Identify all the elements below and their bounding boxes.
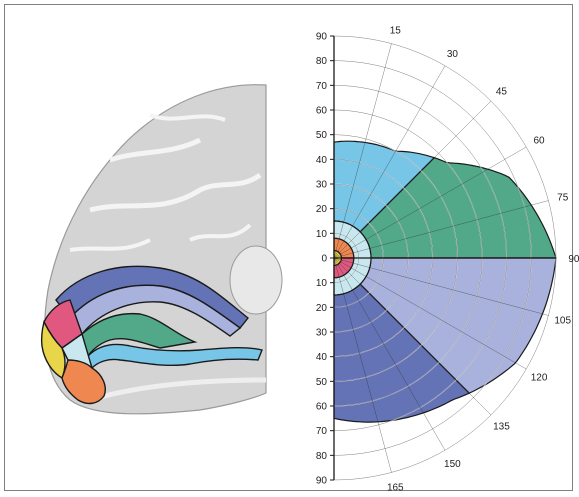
angle-label: 105 (554, 315, 571, 326)
figure-frame (4, 4, 573, 491)
ecc-label: 80 (316, 56, 328, 67)
angle-label: 60 (534, 136, 546, 147)
ecc-label: 30 (316, 328, 328, 339)
angle-label: 150 (444, 459, 461, 470)
grid-spoke (333, 257, 549, 316)
angle-label: 30 (447, 49, 459, 60)
ecc-label: 20 (316, 303, 328, 314)
ecc-label: 50 (316, 377, 328, 388)
grid-spoke (333, 257, 446, 451)
cortex-lower-inner (87, 343, 263, 370)
brain-lower-fold (89, 377, 267, 403)
grid-spoke (333, 200, 549, 259)
brain-sulcus-5 (69, 238, 151, 252)
ecc-label: 0 (321, 254, 327, 265)
ecc-label: 10 (316, 229, 328, 240)
brain-sulcus-1 (109, 137, 202, 163)
angle-label: 165 (387, 483, 404, 494)
grid-spoke (333, 65, 446, 259)
ecc-label: 50 (316, 130, 328, 141)
brain-sulcus-3 (149, 113, 226, 122)
visual-field-polar-map: 90 80 70 60 50 40 30 20 10 0 10 20 30 40 50 60 70 80 90 15 3… (316, 25, 579, 493)
ecc-label: 70 (316, 81, 328, 92)
ecc-label: 80 (316, 451, 328, 462)
ecc-label: 40 (316, 155, 328, 166)
angle-label: 135 (493, 421, 510, 432)
angle-label: 15 (390, 25, 402, 36)
cortex-orange-region (61, 359, 106, 405)
angle-label: 120 (531, 372, 548, 383)
ecc-label: 90 (316, 32, 328, 43)
grid-spoke (333, 146, 527, 259)
ecc-label: 90 (316, 476, 328, 487)
grid-spoke (333, 257, 392, 473)
angle-label: 75 (557, 193, 569, 204)
grid-spoke (333, 43, 392, 259)
brain-thalamus-bulge (229, 245, 283, 315)
angle-label: 90 (568, 254, 579, 265)
ecc-label: 40 (316, 352, 328, 363)
ecc-label: 70 (316, 426, 328, 437)
ecc-label: 60 (316, 106, 328, 117)
ecc-label: 10 (316, 278, 328, 289)
angle-label: 45 (496, 87, 508, 98)
brain-sulcus-2 (89, 172, 262, 213)
grid-spoke (333, 257, 492, 416)
grid-spoke (333, 100, 492, 259)
grid-spoke (333, 257, 527, 370)
brain-sulcus-4 (189, 223, 252, 242)
ecc-label: 20 (316, 204, 328, 215)
cortex-lower-outer (69, 284, 242, 337)
brain-medial-view (40, 84, 283, 415)
cortex-upper-inner (81, 312, 198, 358)
ecc-label: 30 (316, 180, 328, 191)
ecc-label: 60 (316, 402, 328, 413)
